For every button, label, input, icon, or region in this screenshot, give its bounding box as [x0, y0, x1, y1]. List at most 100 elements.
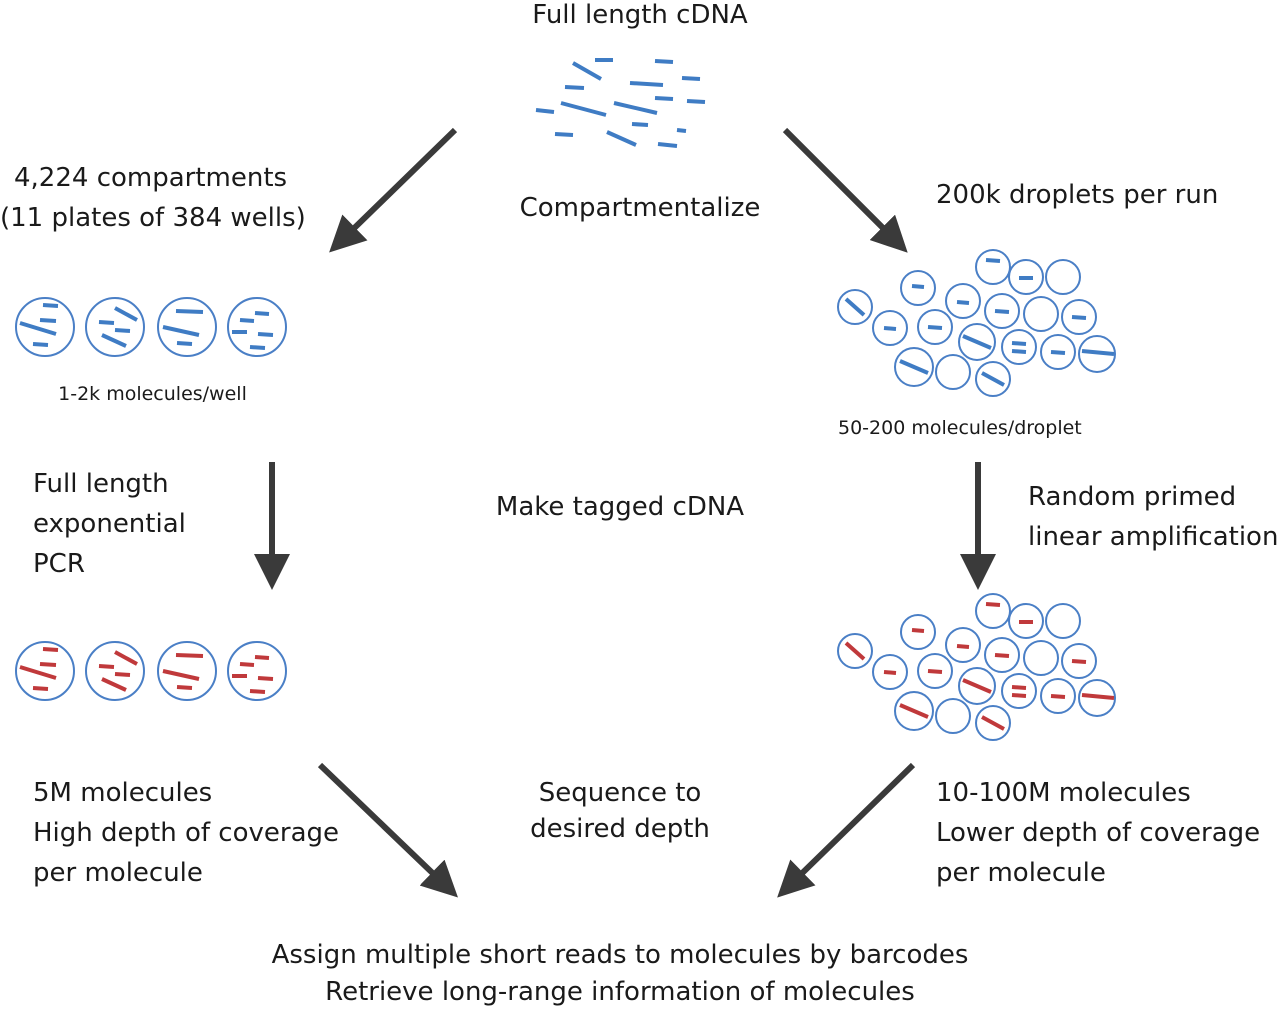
droplet-circle-icon: [1023, 296, 1059, 332]
cdna-molecule-icon: [39, 662, 57, 667]
cdna-molecule-icon: [1071, 659, 1087, 664]
cdna-molecule-icon: [883, 326, 897, 331]
cdna-molecule-icon: [1050, 350, 1066, 355]
cdna-molecule-icon: [39, 318, 57, 323]
cdna-molecule-icon: [927, 669, 943, 674]
step-sequence-line2: desired depth: [530, 814, 710, 844]
well-circle-icon: [85, 641, 145, 701]
cdna-molecule-icon: [176, 685, 193, 690]
left-amp-line2: exponential: [33, 509, 186, 539]
droplet-circle-icon: [1001, 673, 1037, 709]
cdna-molecule-icon: [985, 258, 1001, 263]
well-circle-icon: [227, 297, 287, 357]
cdna-molecule-icon: [114, 650, 138, 666]
step-sequence-line1: Sequence to: [538, 778, 702, 808]
cdna-molecule-icon: [98, 320, 115, 325]
per-well-label: 1-2k molecules/well: [58, 383, 247, 405]
cdna-molecule-icon: [911, 628, 925, 633]
cdna-molecule-icon: [32, 342, 49, 347]
cdna-molecule-icon: [176, 341, 193, 346]
droplet-circle-icon: [935, 354, 971, 390]
cdna-molecule-icon: [654, 59, 674, 64]
cdna-molecule-icon: [162, 669, 200, 681]
right-result-line2: Lower depth of coverage: [936, 818, 1261, 848]
cdna-molecule-icon: [1011, 693, 1027, 698]
cdna-molecule-icon: [32, 686, 49, 691]
cdna-molecule-icon: [994, 309, 1010, 314]
cdna-molecule-icon: [249, 345, 266, 350]
compartments-label-line1: 4,224 compartments: [14, 163, 288, 193]
cdna-molecule-icon: [1081, 349, 1115, 356]
cdna-molecule-icon: [657, 142, 678, 148]
cdna-molecule-icon: [101, 333, 127, 348]
cdna-molecule-icon: [956, 644, 970, 649]
cdna-molecule-icon: [19, 321, 57, 336]
conclusion-line1: Assign multiple short reads to molecules…: [271, 940, 969, 970]
compartments-label-line2: (11 plates of 384 wells): [0, 203, 306, 233]
cdna-molecule-icon: [175, 653, 204, 658]
cdna-molecule-icon: [114, 328, 131, 333]
title: Full length cDNA: [532, 0, 748, 30]
arrow-icon: [777, 762, 916, 898]
cdna-molecule-icon: [1071, 315, 1087, 320]
cdna-molecule-icon: [560, 101, 607, 117]
cdna-molecule-icon: [249, 689, 266, 694]
arrow-icon: [782, 127, 908, 253]
cdna-molecule-icon: [254, 655, 270, 660]
droplet-circle-icon: [975, 249, 1011, 285]
cdna-molecule-icon: [927, 325, 943, 330]
per-droplet-label: 50-200 molecules/droplet: [838, 417, 1082, 439]
cdna-molecule-icon: [654, 96, 674, 101]
well-circle-icon: [227, 641, 287, 701]
cdna-molecule-icon: [162, 325, 200, 337]
cdna-molecule-icon: [956, 300, 970, 305]
cdna-molecule-icon: [899, 359, 929, 375]
cdna-molecule-icon: [981, 371, 1005, 387]
cdna-molecule-icon: [962, 678, 992, 694]
cdna-molecule-icon: [554, 132, 574, 137]
left-result-line2: High depth of coverage: [33, 818, 339, 848]
cdna-molecule-icon: [631, 122, 649, 127]
cdna-molecule-icon: [686, 99, 706, 104]
arrow-icon: [329, 127, 458, 253]
cdna-molecule-icon: [1011, 349, 1027, 354]
cdna-molecule-icon: [572, 61, 602, 81]
droplet-circle-icon: [1023, 640, 1059, 676]
cdna-molecule-icon: [42, 647, 59, 652]
droplet-circle-icon: [1045, 259, 1081, 295]
cdna-molecule-icon: [1011, 685, 1027, 690]
cdna-molecule-icon: [681, 76, 701, 81]
droplet-circle-icon: [975, 593, 1011, 629]
cdna-molecule-icon: [101, 677, 127, 692]
cdna-molecule-icon: [239, 662, 255, 667]
right-amp-line2: linear amplification: [1028, 522, 1279, 552]
cdna-molecule-icon: [19, 665, 57, 680]
right-amp-line1: Random primed: [1028, 482, 1237, 512]
well-circle-icon: [85, 297, 145, 357]
arrow-icon: [317, 762, 458, 898]
right-result-line1: 10-100M molecules: [936, 778, 1191, 808]
cdna-molecule-icon: [114, 672, 131, 677]
step-compartmentalize: Compartmentalize: [519, 193, 761, 223]
cdna-molecule-icon: [844, 641, 866, 661]
cdna-molecule-icon: [1050, 694, 1066, 699]
step-make-tagged: Make tagged cDNA: [495, 492, 745, 522]
cdna-molecule-icon: [613, 101, 658, 115]
cdna-molecule-icon: [911, 284, 925, 289]
cdna-molecule-icon: [98, 664, 115, 669]
cdna-molecule-icon: [535, 108, 555, 114]
cdna-molecule-icon: [676, 128, 687, 133]
droplets-label: 200k droplets per run: [936, 180, 1219, 210]
well-circle-icon: [15, 297, 75, 357]
cdna-molecule-icon: [899, 703, 929, 719]
cdna-molecule-icon: [257, 332, 274, 337]
cdna-molecule-icon: [1081, 693, 1115, 700]
cdna-molecule-icon: [114, 306, 138, 322]
cdna-molecule-icon: [42, 303, 59, 308]
cdna-molecule-icon: [981, 715, 1005, 731]
droplet-circle-icon: [1001, 329, 1037, 365]
droplet-circle-icon: [1045, 603, 1081, 639]
cdna-molecule-icon: [883, 670, 897, 675]
cdna-molecule-icon: [844, 297, 866, 317]
